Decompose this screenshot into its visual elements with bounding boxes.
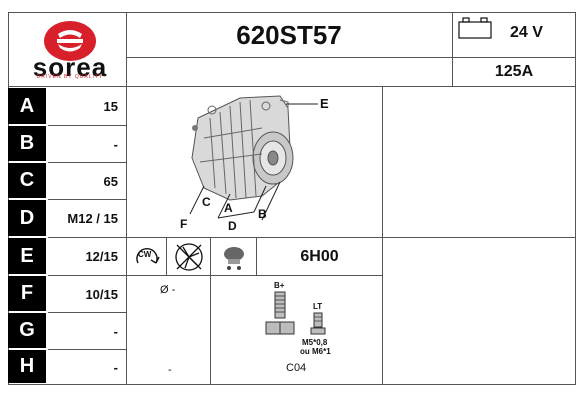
brand-tagline: DRIVEN BY QUALITY — [36, 74, 104, 80]
row-letter-c: C — [8, 163, 46, 198]
bolt-terminal-icon — [265, 291, 295, 335]
row-value-d: M12 / 15 — [67, 211, 118, 226]
regulator-icon — [223, 246, 244, 270]
clockwise-rotation-icon — [135, 247, 160, 264]
diagram-label-b: B — [258, 207, 267, 221]
connector-code: C04 — [286, 362, 307, 374]
fan-cell — [167, 238, 210, 275]
row-letter-d: D — [8, 200, 46, 236]
row-value-a: 15 — [103, 99, 118, 114]
pulley-value: - — [168, 364, 172, 376]
diagram-label-c: C — [202, 195, 211, 209]
rotation-label: CW — [138, 250, 152, 259]
row-value-c: 65 — [103, 173, 118, 189]
thread-spec-2: ou M6*1 — [300, 347, 331, 356]
row-letter-e: E — [8, 238, 46, 274]
thread-spec-1: M5*0,8 — [302, 338, 328, 347]
amperage-value: 125A — [494, 63, 534, 80]
alternator-diagram — [189, 95, 318, 221]
part-number: 620ST57 — [236, 20, 342, 50]
diagram-label-a: A — [224, 201, 233, 215]
row-letter-f: F — [8, 276, 46, 311]
row-letter-g: G — [8, 313, 46, 348]
regulator-cell — [211, 238, 256, 275]
terminal-bplus-label: B+ — [274, 281, 285, 290]
regulator-time: 6H00 — [300, 247, 339, 265]
row-value-f: 10/15 — [85, 286, 118, 302]
diagram-label-e: E — [320, 96, 329, 111]
row-letter-h: H — [8, 350, 46, 383]
voltage-value: 24 V — [510, 24, 543, 41]
row-value-h: - — [113, 359, 118, 375]
battery-icon — [458, 17, 492, 39]
row-letter-a: A — [8, 88, 46, 124]
small-terminal-icon — [310, 312, 326, 335]
row-value-e: 12/15 — [85, 249, 118, 264]
brand-name: sorea — [32, 52, 108, 82]
rotation-cell: CW — [127, 238, 166, 275]
sorea-emblem-icon — [44, 21, 96, 61]
diagram-label-d: D — [228, 219, 237, 233]
brand-logo: sorea DRIVEN BY QUALITY — [22, 18, 118, 82]
terminal-lt-label: LT — [313, 302, 323, 311]
diagram-label-f: F — [180, 217, 188, 231]
row-value-g: - — [113, 323, 118, 339]
row-value-b: - — [113, 136, 118, 152]
row-letter-b: B — [8, 126, 46, 161]
pulley-diameter: Ø - — [160, 284, 176, 296]
no-fan-icon — [174, 242, 203, 271]
